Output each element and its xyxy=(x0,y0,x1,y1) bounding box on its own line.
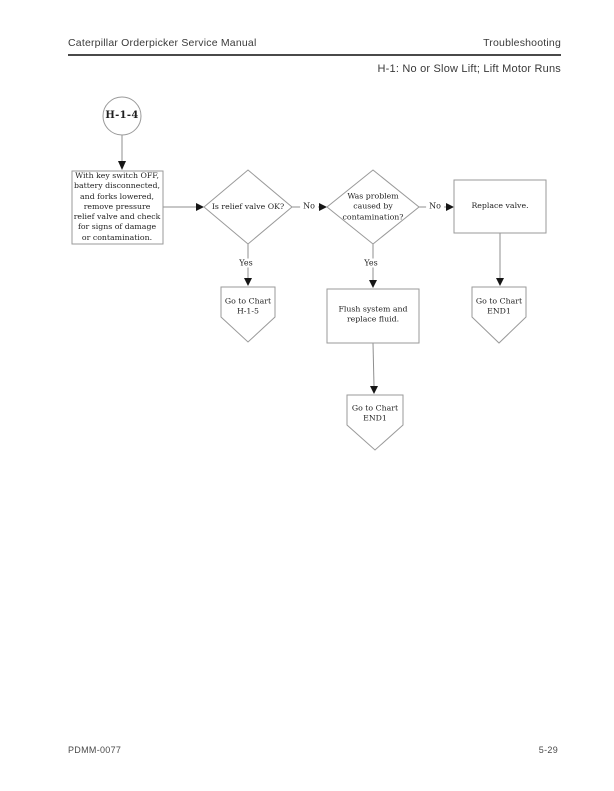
section-title: Troubleshooting xyxy=(483,37,561,49)
page-number: 5-29 xyxy=(538,745,558,755)
process-flush-system-box xyxy=(326,288,420,344)
arrowhead-right-replace xyxy=(446,203,454,211)
connector-lines xyxy=(121,135,501,387)
offpage-end1-bottom-pentagon xyxy=(346,394,404,451)
edge-label-no2: No xyxy=(426,201,444,211)
edge-label-yes1: Yes xyxy=(236,258,256,268)
chart-title: H-1: No or Slow Lift; Lift Motor Runs xyxy=(377,63,561,75)
arrowhead-right-decision1 xyxy=(196,203,204,211)
process-replace-valve-box xyxy=(453,179,547,234)
offpage-h15-text: Go to Chart H-1-5 xyxy=(224,296,272,316)
edge-flush-to-end1 xyxy=(372,342,375,387)
offpage-h15-pentagon xyxy=(220,286,276,343)
offpage-end1-right-text: Go to Chart END1 xyxy=(475,296,523,316)
offpage-end1-right-pentagon xyxy=(471,286,527,344)
decision-contamination-text: Was problem caused by contamination? xyxy=(342,191,404,222)
doc-number: PDMM-0077 xyxy=(68,745,122,755)
arrowhead-right-decision2 xyxy=(319,203,327,211)
offpage-end1-bottom-text: Go to Chart END1 xyxy=(351,403,399,423)
decision-relief-valve-diamond xyxy=(203,169,293,245)
arrowhead-down-h15 xyxy=(244,278,252,286)
page-footer: PDMM-0077 5-29 xyxy=(68,745,558,755)
start-connector-label: H-1-4 xyxy=(105,109,139,121)
process-check-valve-box xyxy=(71,170,164,245)
page-header: Caterpillar Orderpicker Service Manual T… xyxy=(68,37,561,49)
arrowhead-down-flush xyxy=(369,280,377,288)
arrowheads xyxy=(118,161,504,394)
flowchart-canvas xyxy=(71,96,547,451)
decision-contamination-diamond xyxy=(326,169,420,245)
process-flush-system-text: Flush system and replace fluid. xyxy=(338,304,408,324)
edge-label-no1: No xyxy=(300,201,318,211)
header-rule xyxy=(68,54,561,56)
process-check-valve-text: With key switch OFF, battery disconnecte… xyxy=(73,170,161,242)
process-replace-valve-text: Replace valve. xyxy=(471,200,529,210)
arrowhead-down-check xyxy=(118,161,126,170)
start-connector-circle xyxy=(102,96,142,136)
decision-relief-valve-text: Is relief valve OK? xyxy=(211,201,285,211)
node-shapes xyxy=(71,96,547,451)
edge-label-yes2: Yes xyxy=(361,258,381,268)
arrowhead-down-end1-right xyxy=(496,278,504,286)
manual-title: Caterpillar Orderpicker Service Manual xyxy=(68,37,257,49)
arrowhead-down-end1-bottom xyxy=(370,386,378,394)
